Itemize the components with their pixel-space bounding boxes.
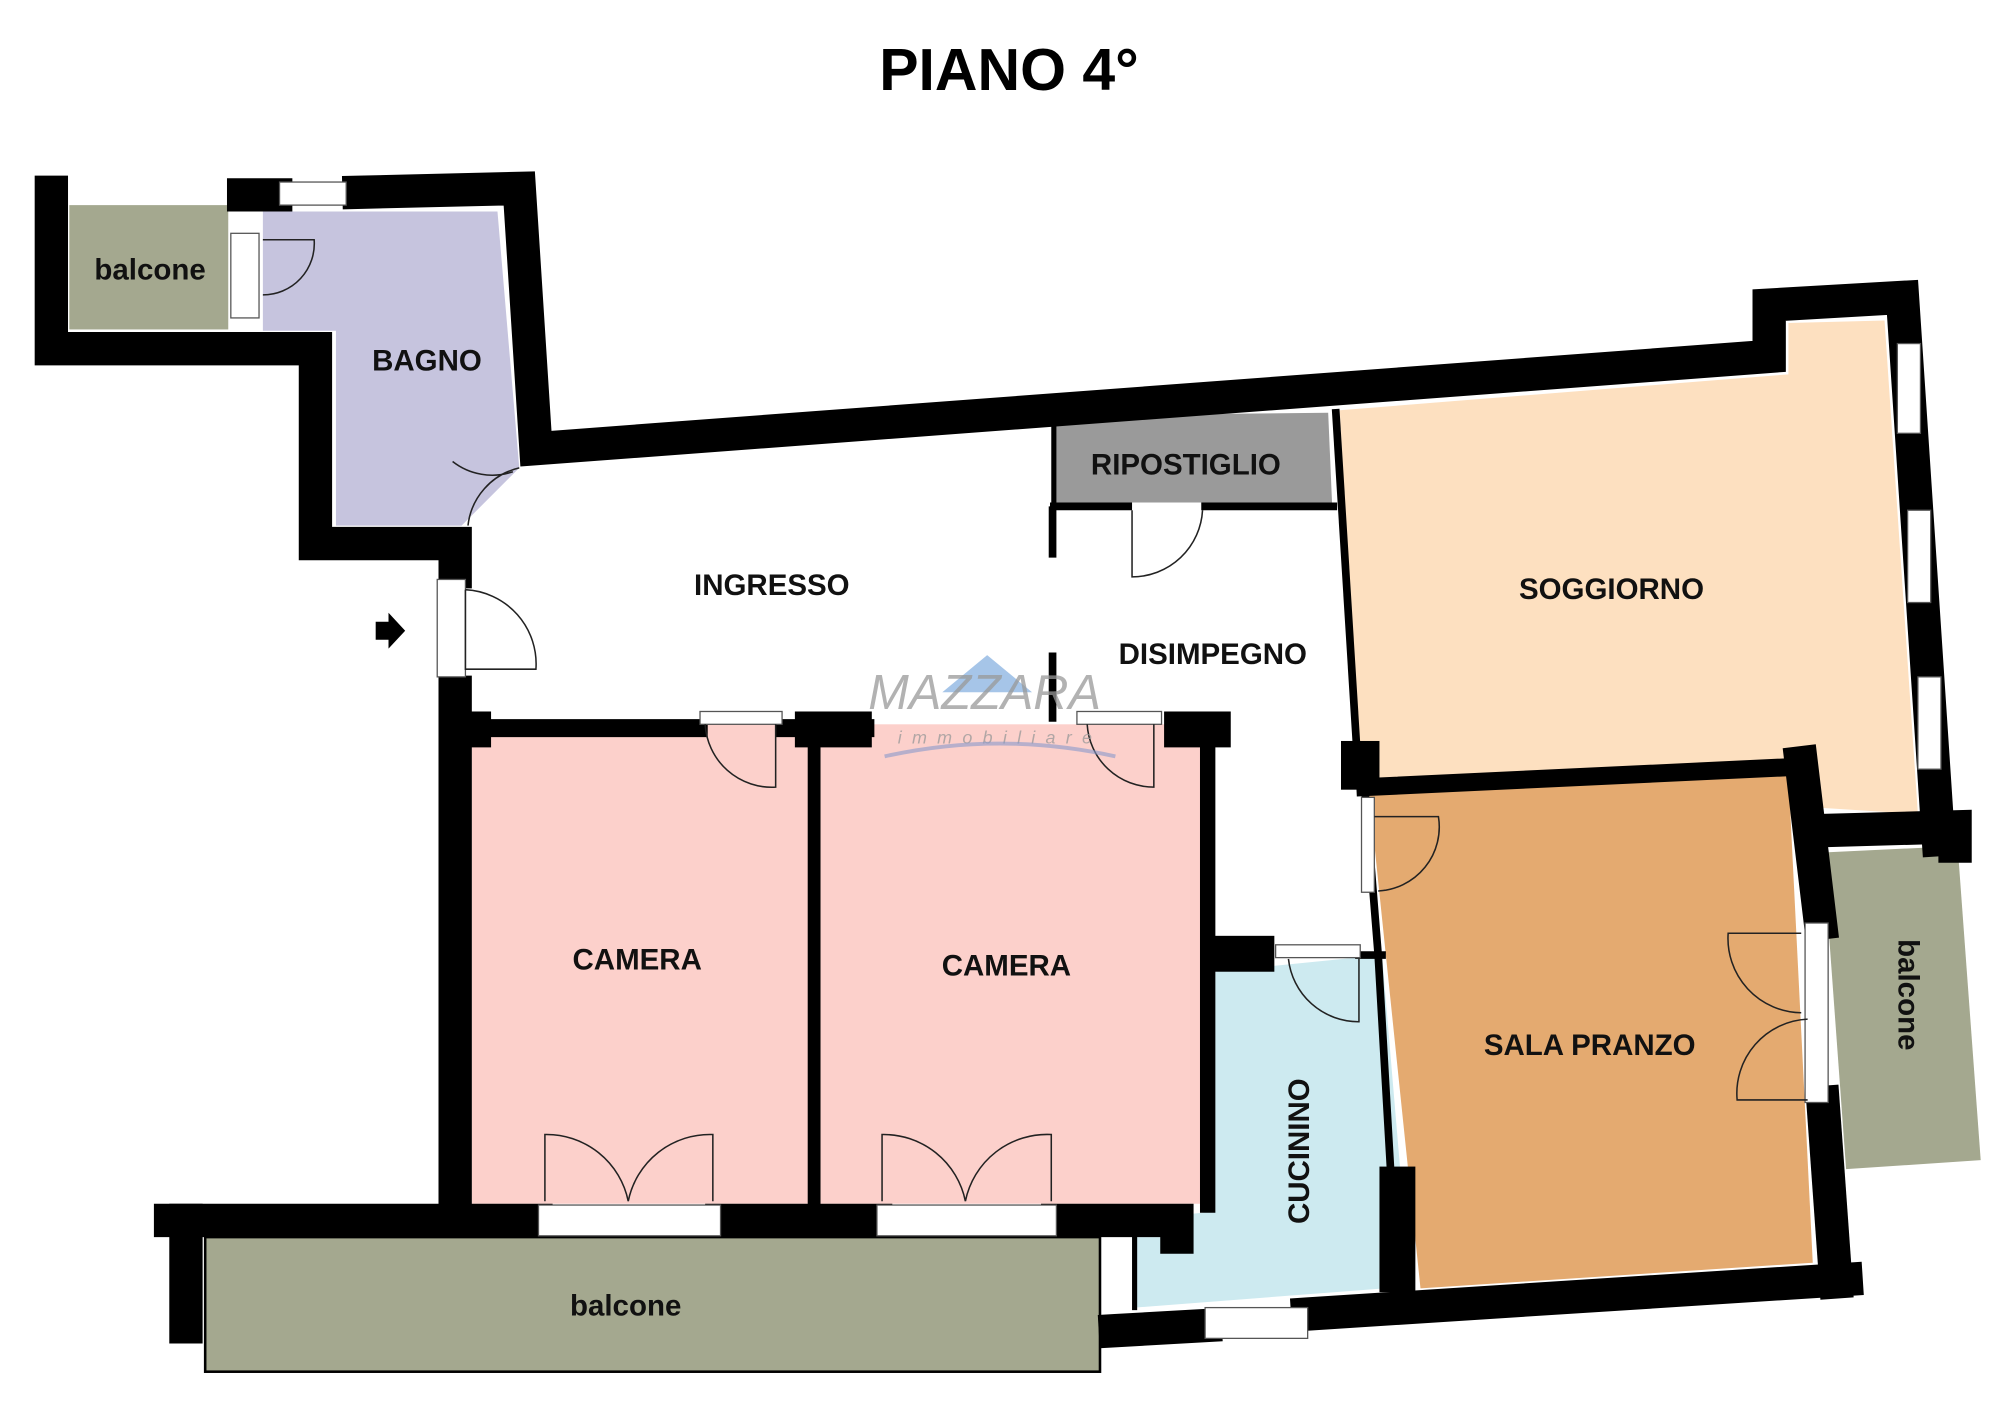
room-balcone-left	[69, 205, 229, 330]
arrow-right-icon	[375, 612, 406, 649]
label-balcone-left: balcone	[94, 254, 205, 287]
room-balcone-bottom	[203, 1235, 1102, 1373]
label-cucinino: CUCININO	[1283, 1078, 1316, 1224]
room-camera-1	[471, 724, 811, 1204]
room-cucinino	[1134, 955, 1400, 1308]
label-sala-pranzo: SALA PRANZO	[1484, 1029, 1696, 1062]
label-disimpegno: DISIMPEGNO	[1119, 638, 1307, 671]
watermark-sub: immobiliare	[898, 728, 1103, 748]
floor-title: PIANO 4°	[879, 38, 1139, 103]
room-ripostiglio	[1053, 412, 1333, 503]
room-balcone-right	[1823, 846, 1981, 1170]
room-soggiorno	[1339, 320, 1918, 815]
label-camera-2: CAMERA	[942, 950, 1071, 983]
label-ripostiglio: RIPOSTIGLIO	[1091, 448, 1281, 481]
room-bagno	[262, 211, 520, 526]
label-balcone-right: balcone	[1892, 939, 1925, 1050]
doors	[262, 238, 1808, 1202]
watermark-logo: MAZZARA immobiliare	[868, 655, 1116, 759]
label-bagno: BAGNO	[372, 345, 482, 378]
label-balcone-bottom: balcone	[570, 1289, 681, 1322]
label-soggiorno: SOGGIORNO	[1519, 573, 1704, 606]
label-camera-1: CAMERA	[573, 943, 702, 976]
label-ingresso: INGRESSO	[694, 569, 850, 602]
windows	[230, 181, 1942, 1340]
room-camera-2	[820, 724, 1206, 1204]
walls	[34, 171, 1972, 1349]
room-sala-pranzo	[1369, 774, 1813, 1289]
watermark-brand: MAZZARA	[868, 666, 1101, 720]
